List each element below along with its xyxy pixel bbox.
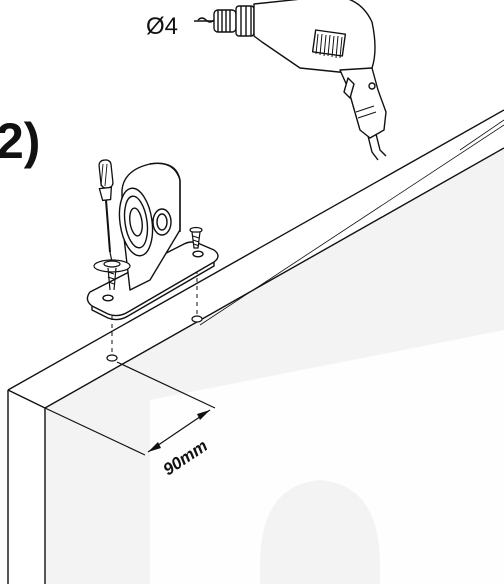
- drill-holes: [106, 315, 203, 362]
- roller-bracket-icon: [86, 162, 219, 321]
- door-top-detail-2: [459, 119, 504, 151]
- dimension-arrow-start: [148, 442, 161, 452]
- step-label: 2): [0, 113, 40, 169]
- drill-bit-label: Ø4: [146, 13, 178, 40]
- door-side-face: [8, 390, 45, 584]
- screwdriver-icon: [98, 159, 114, 263]
- drill-hole-right: [191, 315, 203, 323]
- screw-icon: [93, 259, 131, 291]
- extension-line-edge: [44, 407, 146, 456]
- screw-icon-right: [189, 226, 203, 249]
- dimension-arrow-end: [197, 410, 210, 420]
- drill-hole-left: [106, 354, 118, 362]
- door-face-highlight: [150, 330, 504, 584]
- power-drill-icon: [194, 0, 387, 161]
- extension-line-hole: [116, 361, 216, 409]
- door-top-detail: [199, 124, 504, 326]
- roller-wheel: [118, 187, 154, 257]
- door-face-arc: [260, 480, 380, 584]
- door-panel: [7, 109, 504, 584]
- dimension-90mm: [44, 361, 216, 456]
- door-top-left-edge: [7, 389, 46, 409]
- door-top-back-edge: [7, 109, 504, 391]
